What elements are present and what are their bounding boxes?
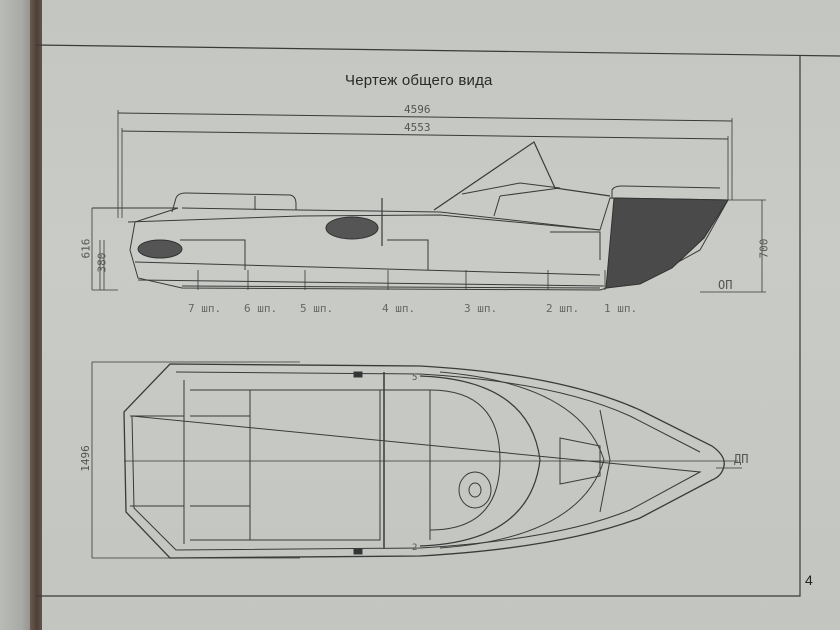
frame-label-6: 6 шп.: [244, 302, 278, 315]
page-frame-top: [35, 44, 840, 57]
steering-wheel: [458, 471, 492, 509]
dim-overall-length: 4596: [404, 103, 431, 116]
page-title: Чертеж общего вида: [345, 72, 493, 89]
frame-label-5: 5 шп.: [300, 302, 334, 315]
frame-label-4: 4 шп.: [382, 302, 416, 315]
dim-bow-height: 700: [757, 238, 771, 259]
frame-label-7: 7 шп.: [188, 302, 222, 315]
centerline-label: ДП: [734, 452, 749, 466]
porthole-mid: [325, 216, 379, 240]
dim-line-4596: [117, 112, 733, 122]
porthole-aft: [137, 239, 183, 259]
page-number: 4: [805, 572, 813, 588]
dim-transom-height: 616: [79, 238, 93, 259]
frame-label-1: 1 шп.: [604, 302, 638, 315]
dim-transom-lower: 380: [95, 252, 109, 273]
book-spine: [30, 0, 44, 630]
manual-page: [42, 0, 840, 630]
dim-hull-length: 4553: [404, 121, 431, 134]
dim-line-4553: [121, 130, 729, 140]
page-frame-right-bottom: [36, 56, 801, 597]
seat-mark-top: 5: [412, 373, 418, 383]
dim-beam: 1496: [78, 445, 92, 472]
top-view-hull: [91, 361, 742, 559]
frame-label-3: 3 шп.: [464, 302, 498, 315]
windshield-side: [433, 141, 611, 211]
frame-label-2: 2 шп.: [546, 302, 580, 315]
baseline-label: ОП: [718, 278, 733, 292]
bow-hatched-area: [605, 197, 729, 289]
seat-mark-bottom: 2: [412, 543, 418, 553]
